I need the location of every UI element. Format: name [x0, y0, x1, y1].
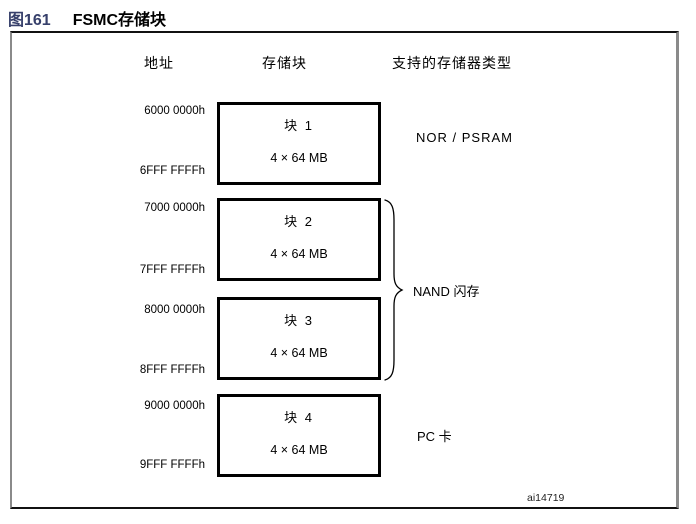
memory-block-4: 块 4 4 × 64 MB — [217, 394, 381, 477]
memory-block-3: 块 3 4 × 64 MB — [217, 297, 381, 380]
memory-block-1-name: 块 1 — [284, 118, 314, 133]
memory-block-3-size: 4 × 64 MB — [270, 346, 328, 360]
memory-type-nand-flash: NAND 闪存 — [413, 284, 480, 299]
memory-type-pc-card: PC 卡 — [417, 429, 452, 444]
memory-block-4-name: 块 4 — [284, 410, 314, 425]
address-block3-start: 8000 0000h — [144, 304, 205, 316]
memory-block-1: 块 1 4 × 64 MB — [217, 102, 381, 185]
figure-reference-id: ai14719 — [527, 492, 565, 504]
memory-block-2-name: 块 2 — [284, 214, 314, 229]
memory-block-1-size: 4 × 64 MB — [270, 151, 328, 165]
column-header-address: 地址 — [144, 55, 174, 71]
memory-block-2: 块 2 4 × 64 MB — [217, 198, 381, 281]
address-block2-end: 7FFF FFFFh — [139, 264, 205, 276]
memory-block-4-size: 4 × 64 MB — [270, 443, 328, 457]
address-block1-start: 6000 0000h — [144, 105, 205, 117]
column-header-block: 存储块 — [262, 55, 307, 71]
address-block1-end: 6FFF FFFFh — [139, 165, 205, 177]
memory-type-nor-psram: NOR / PSRAM — [416, 130, 513, 145]
figure-caption: 图161 FSMC存储块 — [8, 6, 166, 30]
address-block2-start: 7000 0000h — [144, 202, 205, 214]
figure-title: FSMC存储块 — [72, 12, 167, 29]
column-header-memory-type: 支持的存储器类型 — [392, 55, 512, 71]
address-block3-end: 8FFF FFFFh — [139, 364, 205, 376]
memory-block-2-size: 4 × 64 MB — [270, 247, 328, 261]
figure-number: 图161 — [8, 12, 51, 29]
memory-block-3-name: 块 3 — [284, 313, 314, 328]
nand-group-brace — [384, 199, 404, 381]
address-block4-start: 9000 0000h — [144, 400, 205, 412]
address-block4-end: 9FFF FFFFh — [139, 459, 205, 471]
